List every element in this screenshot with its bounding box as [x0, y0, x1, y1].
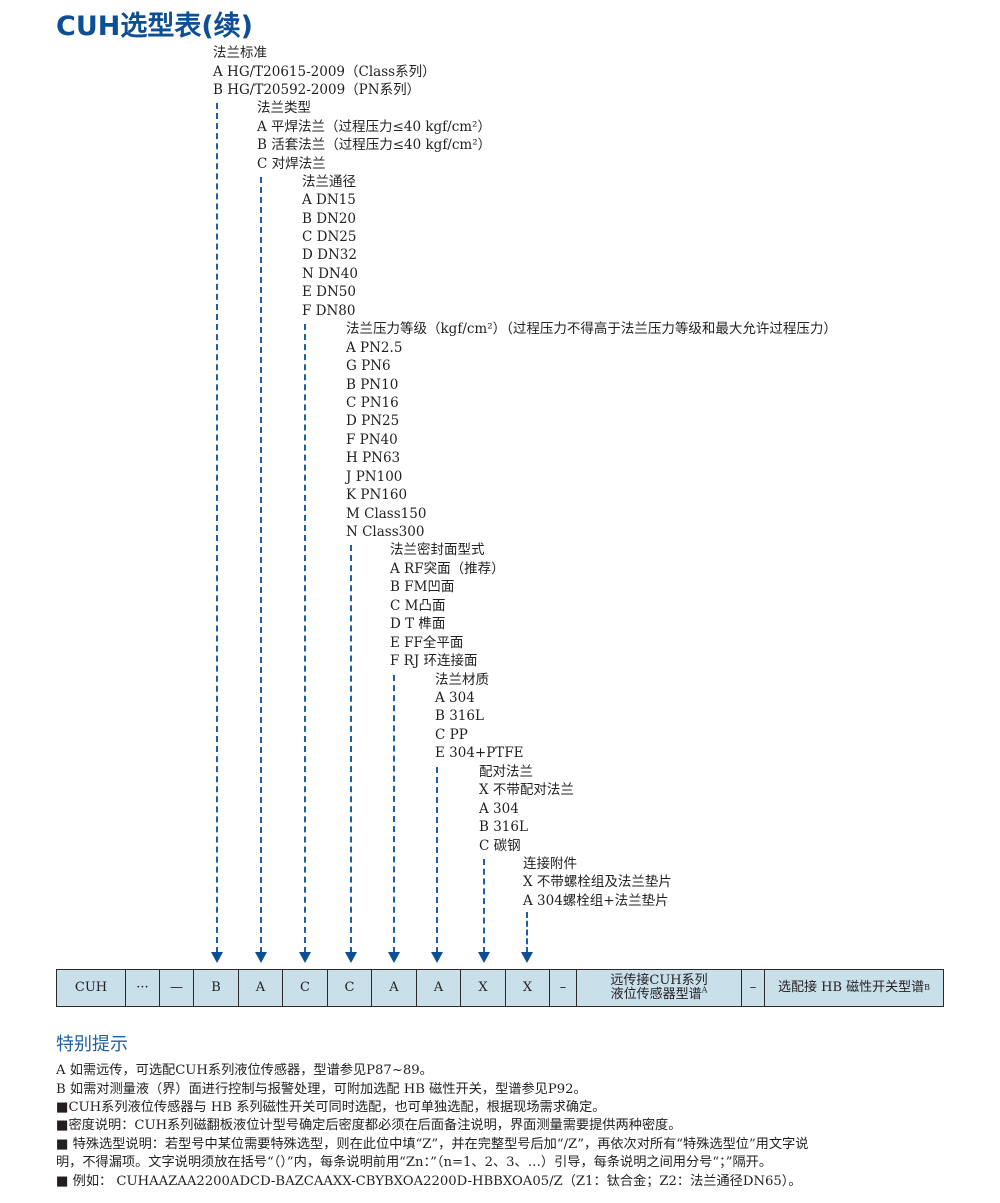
- code-cell-dash: –: [742, 970, 765, 1006]
- code-cell-mating-flange: X: [461, 970, 506, 1006]
- leader-line: [260, 177, 262, 953]
- option: A 304: [435, 690, 475, 706]
- option: C 对焊法兰: [257, 156, 326, 172]
- option: A 平焊法兰（过程压力≤40 kgf/cm²）: [257, 119, 491, 135]
- leader-line: [350, 545, 352, 953]
- option: X 不带螺栓组及法兰垫片: [523, 874, 672, 890]
- leader-line: [393, 675, 395, 953]
- code-cell-remote-sensor: 远传接CUH系列 液位传感器型谱A: [577, 970, 742, 1006]
- section-heading: 配对法兰: [479, 764, 533, 780]
- leader-line: [526, 912, 528, 953]
- option: N DN40: [302, 266, 358, 282]
- option: C M凸面: [390, 598, 446, 614]
- cell-line-1: 远传接CUH系列: [610, 973, 708, 988]
- code-cell-flange-diameter: C: [283, 970, 328, 1006]
- leader-line: [304, 324, 306, 953]
- option: D DN32: [302, 247, 357, 263]
- code-cell-pressure-rating: C: [328, 970, 372, 1006]
- section-heading: 法兰类型: [257, 100, 311, 116]
- section-heading: 法兰材质: [435, 672, 489, 688]
- code-cell-prefix: CUH: [57, 970, 126, 1006]
- option: X 不带配对法兰: [479, 782, 574, 798]
- arrow-down-icon: [299, 952, 311, 963]
- option: B FM凹面: [390, 579, 455, 595]
- section-heading: 法兰压力等级（kgf/cm²）（过程压力不得高于法兰压力等级和最大允许过程压力）: [346, 321, 837, 337]
- code-cell-dash: –: [550, 970, 577, 1006]
- option: H PN63: [346, 450, 401, 466]
- option: F DN80: [302, 303, 356, 319]
- option: A PN2.5: [346, 340, 403, 356]
- note-line: ■密度说明：CUH系列磁翻板液位计型号确定后密度都必须在后面备注说明，界面测量需…: [56, 1118, 682, 1133]
- option: F PN40: [346, 432, 398, 448]
- option: B DN20: [302, 211, 357, 227]
- option: C PP: [435, 727, 468, 743]
- model-code-table: CUH ··· — B A C C A A X X – 远传接CUH系列 液位传…: [56, 969, 944, 1007]
- option: A 304: [479, 801, 519, 817]
- option: E DN50: [302, 284, 356, 300]
- option: F RJ 环连接面: [390, 653, 478, 669]
- option: E FF全平面: [390, 635, 464, 651]
- leader-line: [483, 859, 485, 953]
- leader-line: [216, 103, 218, 953]
- note-line: ■CUH系列液位传感器与 HB 系列磁性开关可同时选配，也可单独选配，根据现场需…: [56, 1100, 606, 1115]
- note-line: ■ 例如： CUHAAZAA2200ADCD-BAZCAAXX-CBYBXOA2…: [56, 1174, 802, 1189]
- option: M Class150: [346, 506, 427, 522]
- option: B PN10: [346, 377, 399, 393]
- page-title: CUH选型表(续): [56, 11, 254, 42]
- note-line: 明，不得漏项。文字说明须放在括号“（）”内，每条说明前用“Zn：”（n=1、2、…: [56, 1155, 773, 1170]
- option: B 316L: [435, 708, 484, 724]
- option: A RF突面（推荐）: [390, 561, 505, 577]
- option: C DN25: [302, 229, 357, 245]
- section-heading: 连接附件: [523, 856, 577, 872]
- option: C PN16: [346, 395, 399, 411]
- option: K PN160: [346, 487, 408, 503]
- option: A HG/T20615-2009（Class系列）: [213, 64, 436, 80]
- arrow-down-icon: [345, 952, 357, 963]
- code-cell-flange-material: A: [417, 970, 461, 1006]
- cell-line-2: 液位传感器型谱A: [610, 985, 708, 1002]
- arrow-down-icon: [388, 952, 400, 963]
- code-cell-sealing-face: A: [372, 970, 417, 1006]
- arrow-down-icon: [478, 952, 490, 963]
- option: D T 榫面: [390, 616, 446, 632]
- section-heading: 法兰密封面型式: [390, 542, 485, 558]
- option: C 碳钢: [479, 838, 521, 854]
- option: A DN15: [302, 192, 356, 208]
- code-cell-dash: —: [160, 970, 194, 1006]
- option: E 304+PTFE: [435, 745, 524, 761]
- arrow-down-icon: [255, 952, 267, 963]
- arrow-down-icon: [431, 952, 443, 963]
- option: B HG/T20592-2009（PN系列）: [213, 82, 421, 98]
- note-line: A 如需远传，可选配CUH系列液位传感器，型谱参见P87~89。: [56, 1063, 433, 1078]
- note-line: B 如需对测量液（界）面进行控制与报警处理，可附加选配 HB 磁性开关，型谱参见…: [56, 1082, 587, 1097]
- option: B 316L: [479, 819, 528, 835]
- leader-line: [436, 767, 438, 953]
- code-cell-connection-accessories: X: [506, 970, 550, 1006]
- notes-title: 特别提示: [56, 1034, 128, 1055]
- option: B 活套法兰（过程压力≤40 kgf/cm²）: [257, 137, 492, 153]
- section-heading: 法兰标准: [213, 45, 267, 61]
- option: D PN25: [346, 413, 400, 429]
- option: J PN100: [346, 469, 403, 485]
- option: N Class300: [346, 524, 425, 540]
- code-cell-flange-standard: B: [194, 970, 239, 1006]
- code-cell-ellipsis: ···: [126, 970, 160, 1006]
- arrow-down-icon: [211, 952, 223, 963]
- arrow-down-icon: [521, 952, 533, 963]
- code-cell-flange-type: A: [239, 970, 283, 1006]
- section-heading: 法兰通径: [302, 174, 356, 190]
- note-line: ■ 特殊选型说明：若型号中某位需要特殊选型，则在此位中填“Z”，并在完整型号后加…: [56, 1137, 809, 1152]
- option: G PN6: [346, 358, 391, 374]
- option: A 304螺栓组+法兰垫片: [523, 893, 669, 909]
